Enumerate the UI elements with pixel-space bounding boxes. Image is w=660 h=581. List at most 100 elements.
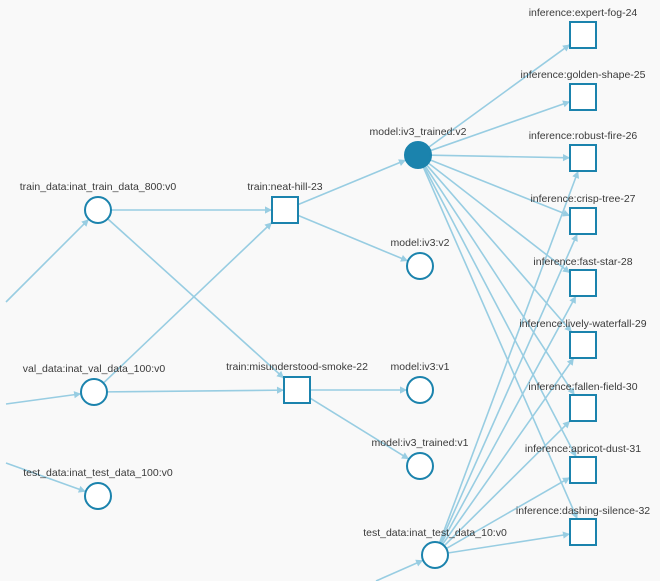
edge-test_data_10-to-inf_fast_star-arrowhead (569, 296, 576, 304)
artifact-node-circle[interactable] (84, 482, 112, 510)
node-inf-apricot-dust[interactable]: inference:apricot-dust-31 (525, 443, 641, 484)
edge-model_trained_v2-to-inf_fallen_field-arrowhead (567, 387, 575, 395)
artifact-node-circle[interactable] (421, 541, 449, 569)
artifact-node-circle[interactable] (406, 452, 434, 480)
node-label: test_data:inat_test_data_10:v0 (363, 527, 507, 539)
run-node-square[interactable] (569, 83, 597, 111)
artifact-node-circle[interactable] (80, 378, 108, 406)
run-node-square[interactable] (569, 207, 597, 235)
node-model-v2[interactable]: model:iv3:v2 (391, 237, 450, 280)
node-model-trained-v2[interactable]: model:iv3_trained:v2 (370, 126, 467, 169)
edge-model_trained_v2-to-inf_golden_shape-arrowhead (562, 100, 570, 108)
run-node-square[interactable] (271, 196, 299, 224)
edge-train_data-to-train_misunderstood (107, 218, 285, 379)
edge-train_data-to-train_misunderstood-arrowhead (276, 370, 284, 379)
graph-edges (5, 43, 580, 581)
edge-train_data-to-train_neat_hill-arrowhead (265, 206, 272, 214)
node-label: train_data:inat_train_data_800:v0 (20, 181, 177, 193)
edge-test_data_10-to-inf_lively_waterfall-arrowhead (566, 358, 574, 366)
node-train-data[interactable]: train_data:inat_train_data_800:v0 (20, 181, 177, 224)
edge-train_neat_hill-to-model_v2 (297, 214, 409, 262)
edge-model_trained_v2-to-inf_dashing_silence-arrowhead (571, 511, 578, 519)
edge-val_data-to-train_misunderstood-arrowhead (276, 386, 284, 394)
node-label: inference:lively-waterfall-29 (519, 318, 646, 330)
node-test-data-10[interactable]: test_data:inat_test_data_10:v0 (363, 527, 507, 569)
node-inf-golden-shape[interactable]: inference:golden-shape-25 (521, 69, 646, 111)
edge-incoming-train_data (5, 218, 90, 303)
node-inf-dashing-silence[interactable]: inference:dashing-silence-32 (516, 505, 650, 546)
edge-test_data_10-to-inf_fallen_field-arrowhead (562, 420, 570, 429)
node-label: inference:expert-fog-24 (529, 7, 638, 19)
edge-test_data_10-to-inf_apricot_dust-arrowhead (562, 477, 570, 485)
node-inf-lively-waterfall[interactable]: inference:lively-waterfall-29 (519, 318, 647, 359)
edge-test_data_10-to-inf_fast_star (440, 295, 577, 544)
node-label: inference:crisp-tree-27 (530, 193, 635, 205)
run-node-square[interactable] (569, 144, 597, 172)
artifact-node-circle[interactable] (406, 252, 434, 280)
edge-model_trained_v2-to-inf_dashing_silence (422, 166, 579, 520)
node-val-data[interactable]: val_data:inat_val_data_100:v0 (23, 363, 166, 406)
edge-test_data_10-to-inf_fallen_field (443, 420, 571, 547)
run-node-square[interactable] (569, 518, 597, 546)
node-label: train:neat-hill-23 (247, 181, 322, 193)
edge-model_trained_v2-to-inf_apricot_dust (423, 166, 577, 458)
edge-model_trained_v2-to-inf_lively_waterfall (425, 164, 573, 333)
node-train-misunderstood[interactable]: train:misunderstood-smoke-22 (226, 361, 368, 404)
edge-test_data_10-to-inf_crisp_tree-arrowhead (571, 234, 578, 242)
run-node-square[interactable] (283, 376, 311, 404)
node-label: inference:golden-shape-25 (521, 69, 646, 81)
run-node-square[interactable] (569, 21, 597, 49)
node-label: model:iv3:v2 (391, 237, 450, 249)
edge-val_data-to-train_misunderstood (106, 389, 285, 393)
node-model-v1[interactable]: model:iv3:v1 (391, 361, 450, 404)
edge-incoming-test_data_100-arrowhead (77, 485, 86, 493)
run-node-square[interactable] (569, 331, 597, 359)
node-inf-expert-fog[interactable]: inference:expert-fog-24 (529, 7, 638, 49)
edge-model_trained_v2-to-inf_crisp_tree-arrowhead (562, 209, 570, 217)
edge-model_trained_v2-to-inf_lively_waterfall-arrowhead (564, 324, 572, 332)
run-node-square[interactable] (569, 456, 597, 484)
edge-test_data_10-to-inf_crisp_tree (439, 233, 578, 544)
edge-val_data-to-train_neat_hill (102, 221, 273, 384)
edge-model_trained_v2-to-inf_expert_fog-arrowhead (562, 44, 570, 52)
node-label: inference:apricot-dust-31 (525, 443, 641, 455)
edge-val_data-to-train_neat_hill-arrowhead (264, 222, 272, 230)
edge-test_data_10-to-inf_robust_fire-arrowhead (572, 171, 580, 179)
node-label: model:iv3_trained:v1 (372, 437, 469, 449)
edge-model_trained_v2-to-inf_fallen_field (424, 165, 576, 396)
node-test-data-100[interactable]: test_data:inat_test_data_100:v0 (23, 467, 173, 510)
edge-incoming-test_data_10-arrowhead (415, 559, 424, 567)
edge-incoming-val_data-arrowhead (73, 391, 82, 399)
edge-test_data_10-to-inf_dashing_silence (447, 533, 571, 554)
node-inf-fast-star[interactable]: inference:fast-star-28 (533, 256, 633, 297)
edge-model_trained_v2-to-inf_crisp_tree (429, 159, 571, 217)
run-node-square[interactable] (569, 394, 597, 422)
edge-incoming-test_data_10 (375, 559, 424, 581)
edge-train_misunderstood-to-model_v1-arrowhead (400, 386, 407, 394)
node-label: inference:fast-star-28 (533, 256, 632, 268)
node-inf-fallen-field[interactable]: inference:fallen-field-30 (528, 381, 638, 422)
edge-incoming-test_data_100 (5, 462, 87, 493)
graph-nodes: train_data:inat_train_data_800:v0 val_dat… (20, 7, 650, 569)
node-label: model:iv3:v1 (391, 361, 450, 373)
node-inf-robust-fire[interactable]: inference:robust-fire-26 (529, 130, 638, 172)
node-train-neat-hill[interactable]: train:neat-hill-23 (247, 181, 323, 224)
node-label: inference:dashing-silence-32 (516, 505, 650, 517)
node-model-trained-v1[interactable]: model:iv3_trained:v1 (372, 437, 469, 480)
artifact-node-circle[interactable] (406, 376, 434, 404)
run-node-square[interactable] (569, 269, 597, 297)
node-label: train:misunderstood-smoke-22 (226, 361, 368, 373)
edge-test_data_10-to-inf_robust_fire (438, 170, 579, 544)
edge-model_trained_v2-to-inf_apricot_dust-arrowhead (569, 449, 577, 457)
node-label: test_data:inat_test_data_100:v0 (23, 467, 173, 479)
edge-model_trained_v2-to-inf_golden_shape (429, 100, 571, 152)
edge-train_misunderstood-to-model_trained_v1-arrowhead (401, 452, 409, 460)
artifact-node-circle[interactable] (84, 196, 112, 224)
node-inf-crisp-tree[interactable]: inference:crisp-tree-27 (530, 193, 636, 235)
selected-artifact-node-circle[interactable] (404, 141, 432, 169)
edge-test_data_10-to-inf_apricot_dust (445, 476, 571, 550)
edge-train_neat_hill-to-model_v2-arrowhead (400, 255, 408, 262)
edge-model_trained_v2-to-inf_robust_fire (430, 154, 571, 159)
edge-train_neat_hill-to-model_trained_v2 (297, 159, 407, 206)
